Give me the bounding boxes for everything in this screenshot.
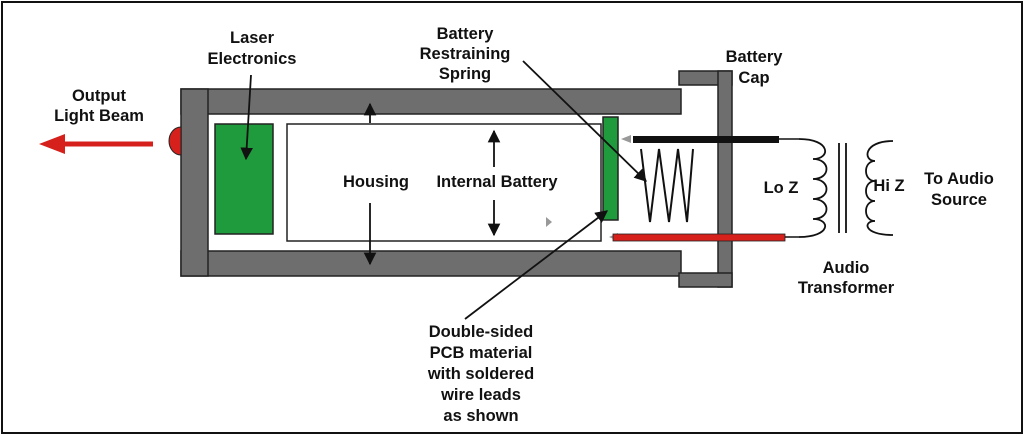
laser-lens — [168, 126, 182, 156]
label-housing: Housing — [343, 173, 409, 191]
label-pcb-1: Double-sided — [429, 323, 534, 341]
label-battery-cap-2: Cap — [738, 69, 769, 87]
battery-terminal — [546, 217, 552, 227]
label-transformer: Transformer — [798, 279, 895, 297]
housing-shell — [180, 88, 682, 277]
audio-transformer — [798, 138, 894, 238]
label-battery-restraining-3: Spring — [439, 65, 491, 83]
label-pcb-2: PCB material — [430, 344, 533, 362]
pcb-disc — [602, 116, 619, 221]
label-lo-z: Lo Z — [764, 179, 799, 197]
label-pcb-3: with soldered — [427, 365, 534, 383]
label-battery-cap-1: Battery — [726, 48, 784, 66]
output-beam-arrow — [39, 134, 153, 154]
wire-leads — [609, 135, 799, 242]
label-audio: Audio — [823, 259, 870, 277]
label-pcb-4: wire leads — [440, 386, 521, 404]
label-battery-restraining-1: Battery — [437, 25, 495, 43]
battery-restraining-spring — [640, 148, 694, 223]
label-pcb-5: as shown — [443, 407, 518, 425]
label-electronics: Electronics — [208, 50, 297, 68]
label-hi-z: Hi Z — [873, 177, 904, 195]
label-battery-restraining-2: Restraining — [420, 45, 511, 63]
label-output: Output — [72, 87, 127, 105]
label-source: Source — [931, 191, 987, 209]
label-internal-battery: Internal Battery — [436, 173, 558, 191]
laser-electronics-board — [214, 123, 274, 235]
label-laser: Laser — [230, 29, 275, 47]
label-light-beam: Light Beam — [54, 107, 144, 125]
pointer-arrows — [240, 60, 647, 320]
battery-cap — [678, 70, 733, 288]
laser-transmitter-diagram: Output Light Beam Laser Electronics Batt… — [39, 25, 994, 425]
label-to-audio: To Audio — [924, 170, 994, 188]
